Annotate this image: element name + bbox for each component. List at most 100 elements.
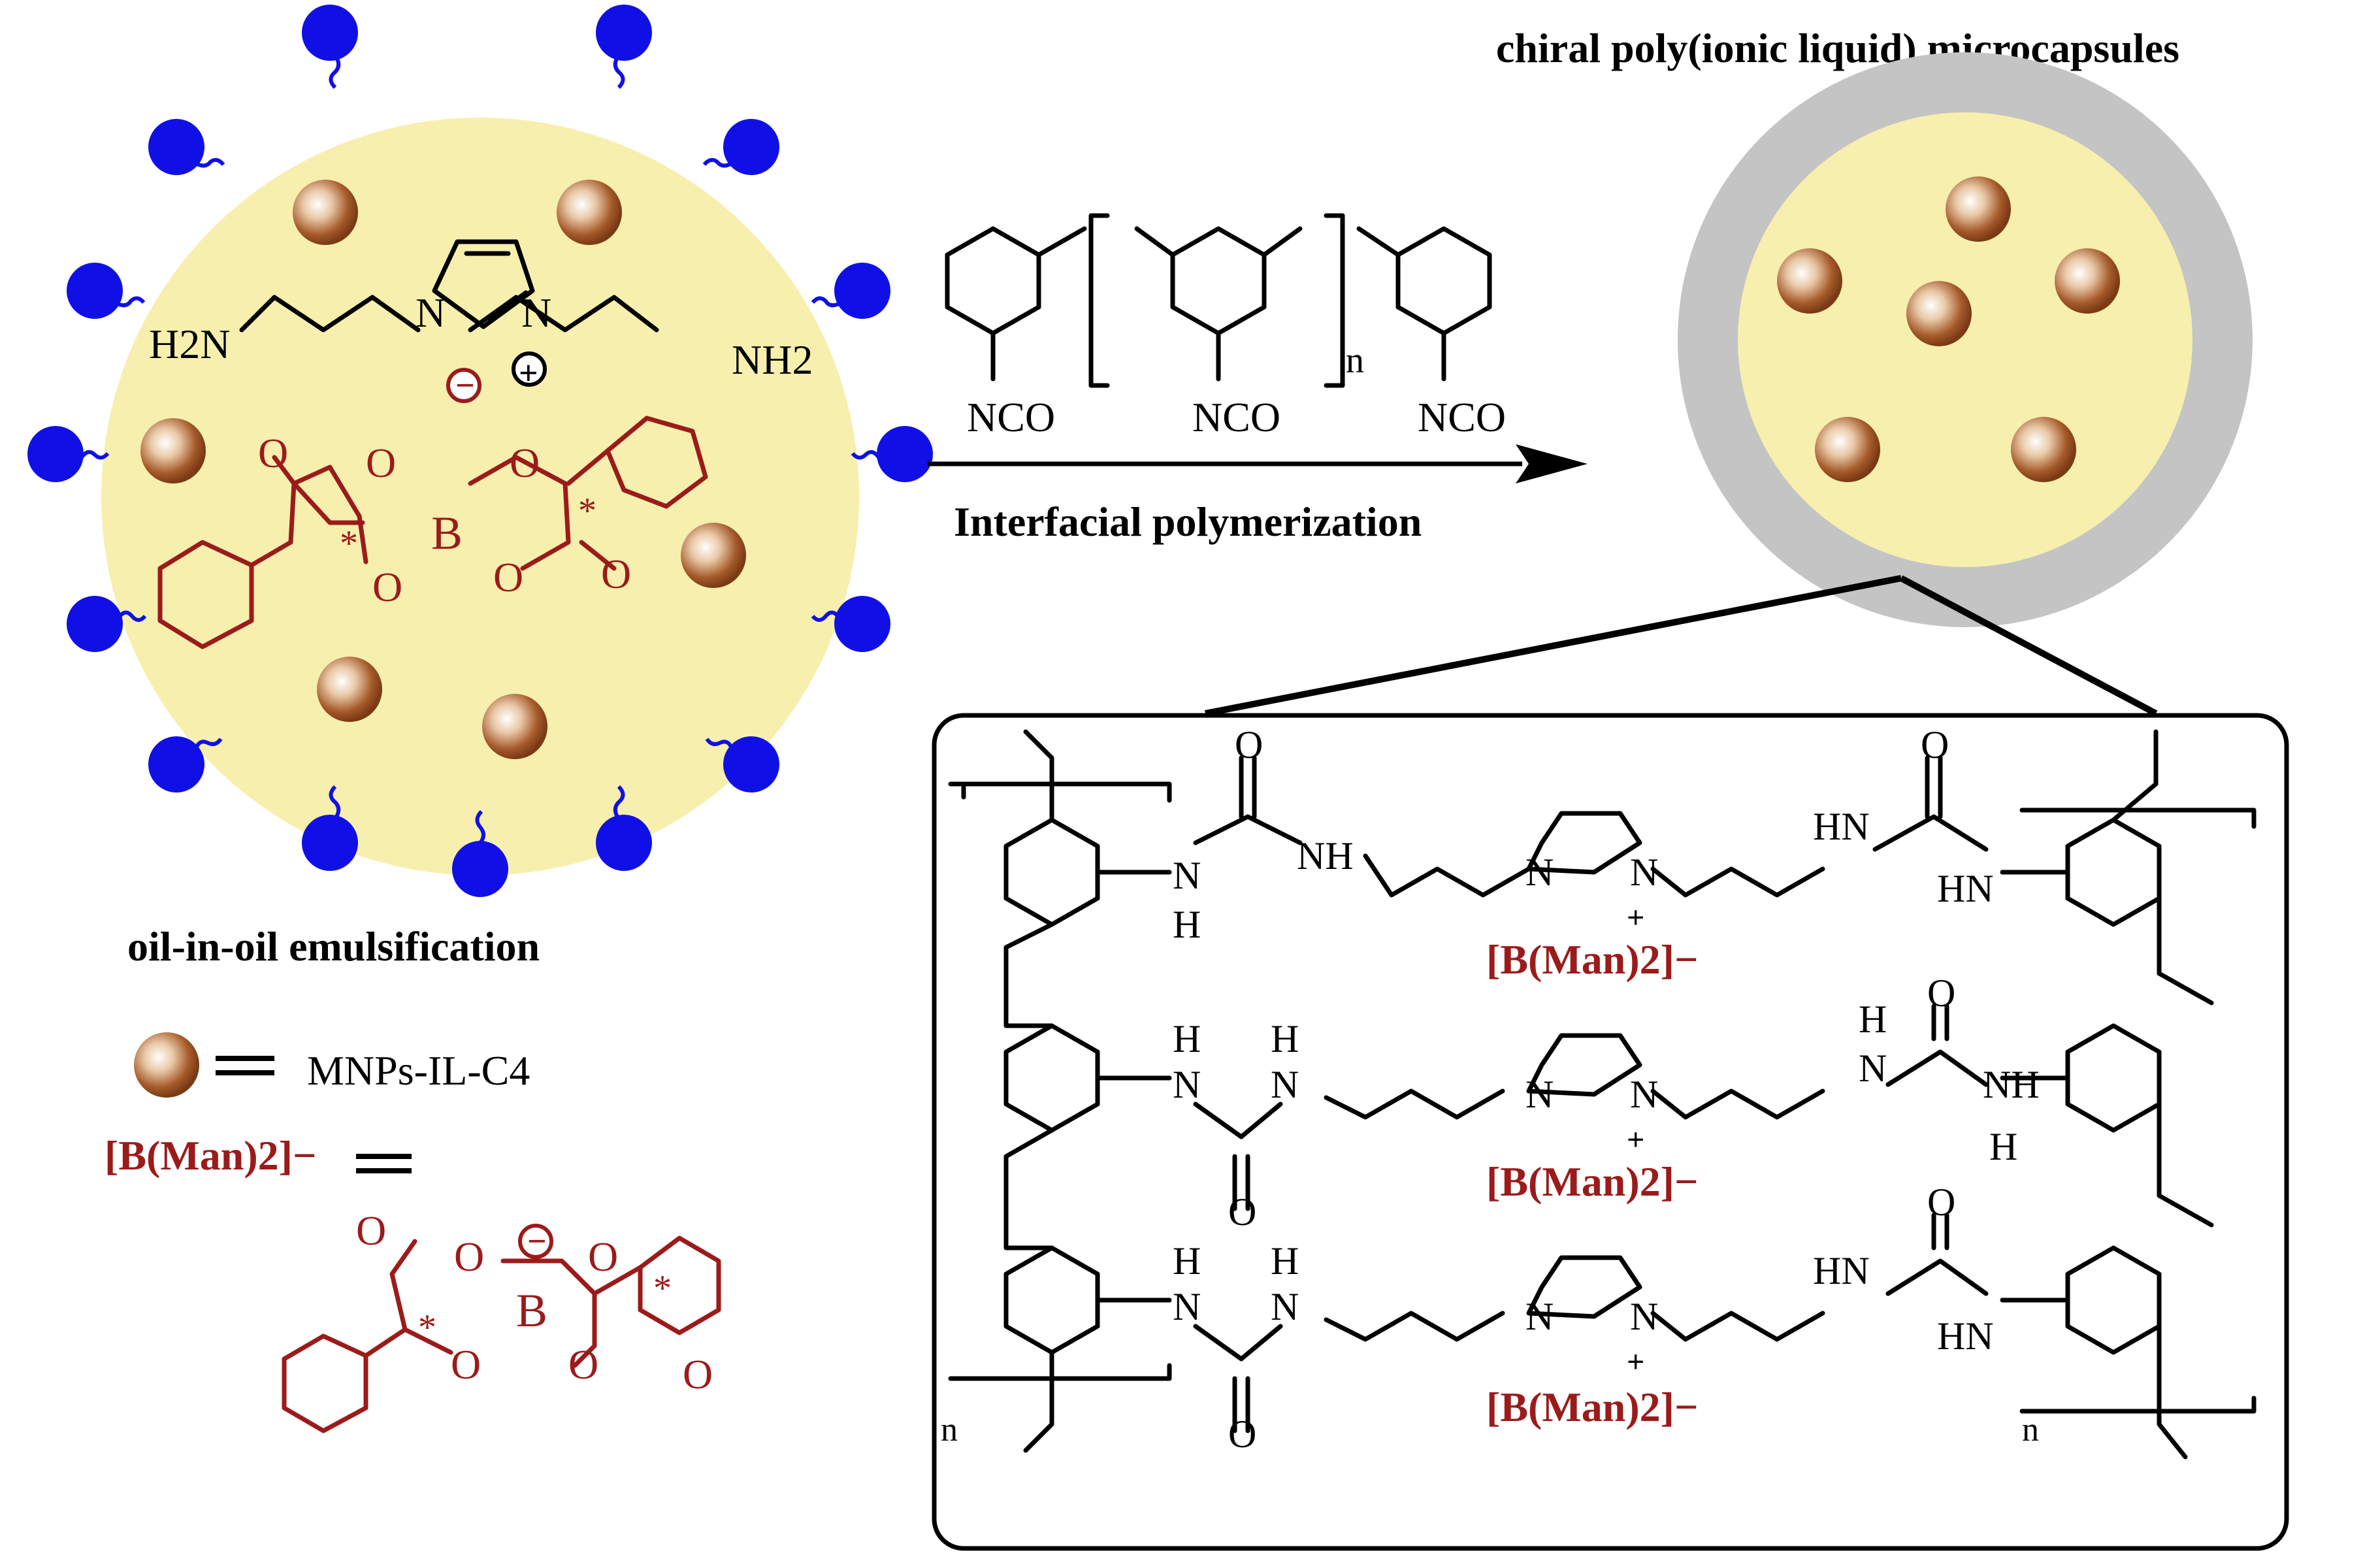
repeat-unit-n: n <box>941 1411 958 1448</box>
particle <box>317 657 382 722</box>
legend-borate-oxygen: O <box>451 1341 481 1388</box>
legend-borate-oxygen: O <box>454 1233 484 1280</box>
particle <box>140 418 206 483</box>
counter-anion-label: [B(Man)2]− <box>1486 936 1698 983</box>
imidazolium-n1: N <box>1525 851 1554 894</box>
zoom-lines <box>1205 575 2158 717</box>
borate-charge: − <box>455 367 475 404</box>
borate-oxygen: O <box>258 430 288 476</box>
borate-anion-in-droplet: O O O B O O O − * * <box>157 367 708 649</box>
surfactant-head <box>811 263 890 319</box>
chiral-star: * <box>578 491 596 531</box>
emulsion-label: oil-in-oil emulsification <box>127 923 540 970</box>
particle <box>1815 417 1880 482</box>
imidazolium-charge: + <box>1627 1345 1644 1379</box>
legend-borate-oxygen: O <box>356 1207 386 1254</box>
surfactant-head <box>702 119 779 175</box>
legend-particle-label: MNPs-IL-C4 <box>307 1047 530 1094</box>
polyisocyanate-crosslinker: NCO NCO NCO n <box>945 213 1506 440</box>
polymer-network-box <box>932 713 2289 1551</box>
nco-label-2: NCO <box>1192 394 1280 440</box>
microcapsule <box>1678 52 2253 627</box>
legend: MNPs-IL-C4 [B(Man)2]− O O O B O O O − * … <box>105 1032 721 1433</box>
legend-chiral-star: * <box>418 1307 436 1348</box>
carbonyl-oxygen: O <box>1927 972 1955 1015</box>
reaction-label: Interfacial polymerization <box>954 498 1422 545</box>
amide-h: H <box>1173 1239 1201 1282</box>
amine-right-label: NH2 <box>732 336 813 383</box>
imidazolium-charge: + <box>1627 1122 1644 1157</box>
polymer-structure: O N H NH N N + HN O HN [B(Man)2]− H N H … <box>941 723 2257 1460</box>
nco-label-1: NCO <box>967 394 1055 440</box>
borate-oxygen: O <box>366 440 396 486</box>
amide-n: N <box>1859 1047 1887 1090</box>
particle <box>2011 417 2076 482</box>
imidazolium-n1: N <box>1525 1295 1554 1338</box>
surfactant-head <box>811 596 890 652</box>
surfactant-head <box>27 426 110 482</box>
amide-n: N <box>1173 854 1201 897</box>
surfactant-head <box>851 426 933 482</box>
carbonyl-oxygen: O <box>1921 723 1949 766</box>
legend-borate-charge: − <box>527 1223 547 1260</box>
title: chiral poly(ionic liquid) microcapsules <box>1496 25 2179 71</box>
amide-hn: HN <box>1937 1315 1994 1358</box>
legend-borate-oxygen: O <box>568 1341 598 1388</box>
surfactant-head <box>302 785 358 871</box>
borate-oxygen: O <box>601 551 631 597</box>
amide-n: N <box>1271 1285 1299 1328</box>
amide-h: H <box>1173 903 1201 946</box>
particle <box>681 523 746 588</box>
amide-n: N <box>1271 1063 1299 1106</box>
legend-boron-atom: B <box>516 1284 547 1337</box>
borate-oxygen: O <box>510 440 540 486</box>
borate-oxygen: O <box>493 554 523 600</box>
imidazolium-charge: + <box>519 355 538 392</box>
amide-nh: NH <box>1297 834 1354 877</box>
imidazolium-n2: N <box>1630 1073 1658 1116</box>
carbonyl-oxygen: O <box>1927 1181 1955 1224</box>
amide-h: H <box>1989 1125 2017 1168</box>
boron-atom: B <box>431 507 463 559</box>
amine-left-label: H2N <box>149 321 230 367</box>
particle <box>557 180 622 245</box>
imidazolium-n1: N <box>1525 1073 1554 1116</box>
repeat-unit-n: n <box>1346 340 1364 381</box>
legend-borate-oxygen: O <box>588 1233 618 1280</box>
particle <box>2055 248 2120 314</box>
surfactant-head <box>148 119 225 175</box>
surfactant-head <box>67 263 146 319</box>
carbonyl-oxygen: O <box>1228 1413 1256 1456</box>
imidazolium-charge: + <box>1627 900 1644 935</box>
repeat-unit-n: n <box>2022 1411 2039 1448</box>
surfactant-head <box>596 785 652 871</box>
legend-borate-oxygen: O <box>683 1351 713 1397</box>
carbonyl-oxygen: O <box>1235 723 1263 766</box>
surfactant-head <box>452 809 508 897</box>
magnetic-nanoparticles <box>140 180 746 759</box>
imidazolium-n2: N <box>1630 851 1658 894</box>
carbonyl-oxygen: O <box>1228 1190 1256 1233</box>
legend-particle-icon <box>134 1032 199 1098</box>
reaction-arrow <box>928 444 1588 483</box>
imidazolium-n2: N <box>1630 1295 1658 1338</box>
legend-anion-label: [B(Man)2]− <box>105 1132 316 1179</box>
surfactant-molecules <box>27 5 933 897</box>
legend-chiral-star: * <box>653 1268 672 1309</box>
particle <box>1906 281 1972 346</box>
imidazolium-n2: N <box>521 289 551 336</box>
borate-oxygen: O <box>372 564 402 610</box>
particle <box>482 694 547 759</box>
particle <box>1946 176 2011 242</box>
particle <box>293 180 358 245</box>
amide-nh: NH <box>1983 1063 2040 1106</box>
amide-hn: HN <box>1813 805 1870 848</box>
surfactant-head <box>705 736 779 792</box>
nco-label-3: NCO <box>1418 394 1506 440</box>
particle <box>1777 248 1842 314</box>
imidazolium-n1: N <box>416 289 446 336</box>
counter-anion-label: [B(Man)2]− <box>1486 1158 1698 1205</box>
amide-n: N <box>1173 1285 1201 1328</box>
amide-h: H <box>1173 1017 1201 1060</box>
